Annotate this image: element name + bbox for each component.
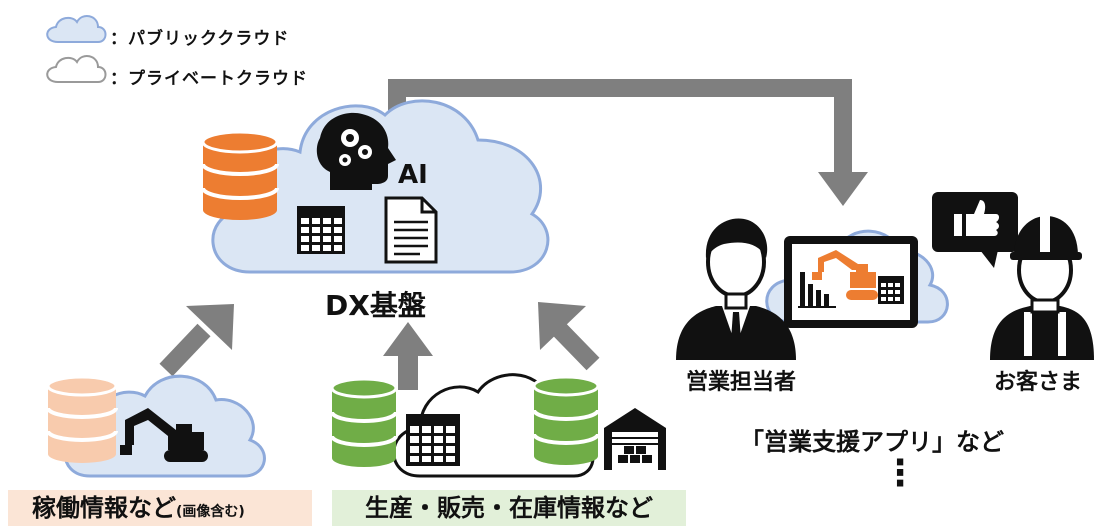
production-info-text: 生産・販売・在庫情報など [365, 494, 653, 522]
database-icon [201, 130, 279, 220]
arrow-left-head [186, 304, 234, 350]
document-icon [384, 196, 438, 264]
arrow-middle-head [383, 322, 433, 356]
worker-icon [990, 216, 1094, 360]
operation-info-subtext: (画像含む) [176, 504, 245, 520]
spreadsheet-icon [297, 206, 345, 254]
database-icon [532, 375, 600, 465]
spreadsheet-icon [406, 414, 460, 466]
arrow-dx-to-app [388, 79, 852, 175]
production-info-label: 生産・販売・在庫情報など [332, 490, 686, 526]
warehouse-icon [604, 408, 666, 470]
ai-head-icon [316, 112, 396, 190]
legend-public-label: ：パブリッククラウド [110, 29, 290, 49]
customer-label: お客さま [994, 370, 1083, 395]
tablet-icon [784, 236, 918, 328]
database-icon [46, 375, 118, 463]
legend-public-cloud-icon [46, 15, 107, 43]
legend-private-label: ：プライベートクラウド [110, 69, 308, 89]
ai-label: AI [398, 160, 428, 190]
flow-arrows [159, 79, 868, 390]
excavator-icon [120, 408, 208, 462]
database-icon [330, 377, 398, 467]
legend-private-cloud-icon [46, 55, 107, 83]
more-ellipsis: ⋮ [882, 453, 918, 494]
sales-rep-label: 営業担当者 [686, 370, 797, 395]
operation-info-label: 稼働情報など(画像含む) [8, 490, 312, 526]
arrow-dx-to-app-head [818, 172, 868, 206]
dx-platform-title: DX基盤 [325, 289, 426, 322]
businessman-icon [676, 218, 796, 360]
operation-info-text: 稼働情報など [32, 494, 176, 522]
app-label: 「営業支援アプリ」など [740, 428, 1004, 456]
legend [46, 15, 107, 83]
arrow-right-head [538, 302, 586, 350]
thumbs-up-icon [932, 192, 1018, 268]
